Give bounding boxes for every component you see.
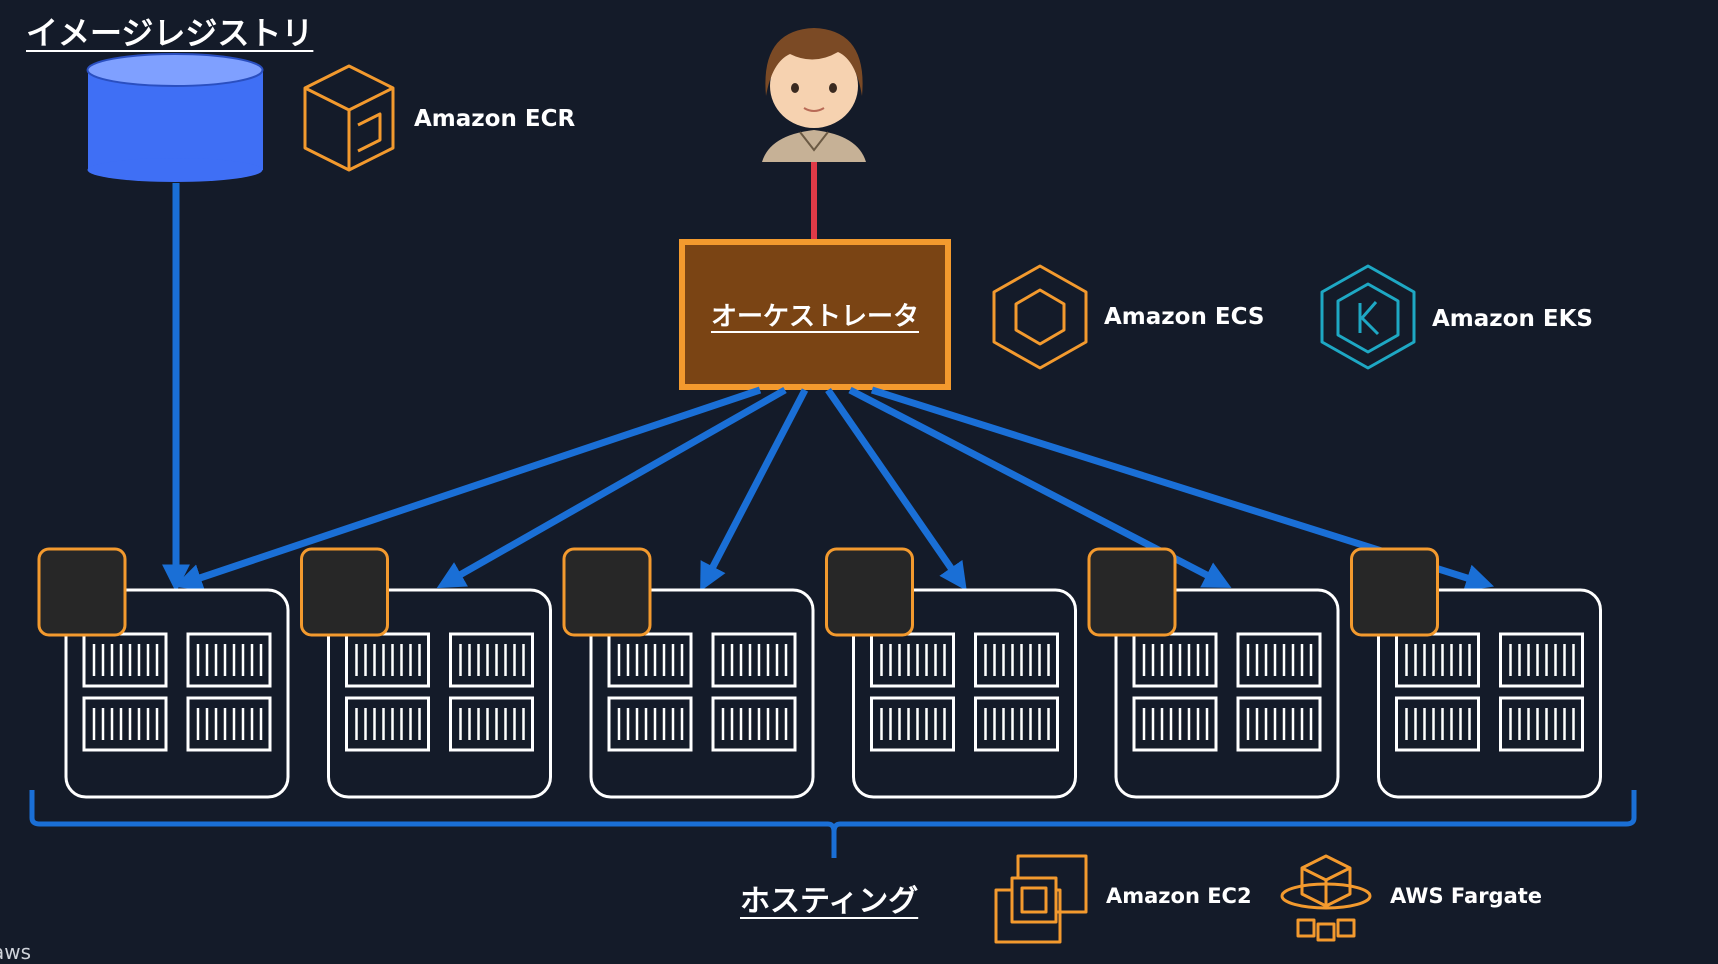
host-server xyxy=(37,547,290,799)
container-rack xyxy=(974,632,1059,688)
container-rack xyxy=(870,696,955,752)
host-icon xyxy=(327,588,552,799)
orchestrator-arrow xyxy=(825,388,967,591)
container-rack xyxy=(1132,696,1218,752)
orchestrator-box xyxy=(679,239,951,390)
container-rack xyxy=(1236,696,1322,752)
orchestrator-arrow xyxy=(174,386,762,592)
eks-icon xyxy=(1320,264,1416,370)
container-rack xyxy=(607,696,693,752)
container-rack xyxy=(186,696,272,752)
task-badge xyxy=(37,547,127,637)
ec2-icon xyxy=(994,854,1088,944)
orchestrator-arrow xyxy=(700,388,809,592)
container-rack xyxy=(345,696,430,752)
hosts-group xyxy=(37,547,1602,799)
task-badge xyxy=(562,547,652,637)
host-server xyxy=(1350,547,1602,799)
ecs-service-label: Amazon ECS xyxy=(1104,304,1265,330)
container-rack xyxy=(449,632,534,688)
registry-title: イメージレジストリ xyxy=(26,14,314,52)
host-server xyxy=(825,547,1077,799)
ecr-icon xyxy=(303,64,395,172)
database-icon xyxy=(86,53,264,182)
host-server xyxy=(300,547,552,799)
container-rack xyxy=(607,632,693,688)
container-rack xyxy=(711,632,797,688)
container-rack xyxy=(1499,632,1584,688)
task-badge xyxy=(825,547,914,637)
hosting-brace xyxy=(29,790,1637,858)
container-rack xyxy=(974,696,1059,752)
orchestrator-arrow xyxy=(436,386,787,589)
user-avatar-icon xyxy=(762,28,866,162)
container-rack xyxy=(1236,632,1322,688)
hosting-label: ホスティング xyxy=(740,884,919,919)
ecr-service-label: Amazon ECR xyxy=(414,106,576,132)
container-rack xyxy=(449,696,534,752)
container-rack xyxy=(711,696,797,752)
orchestrator-label: オーケストレータ xyxy=(710,302,919,332)
container-rack xyxy=(1499,696,1584,752)
container-rack xyxy=(870,632,955,688)
container-rack xyxy=(82,696,168,752)
container-rack xyxy=(186,632,272,688)
aws-watermark: aws xyxy=(0,940,32,964)
eks-service-label: Amazon EKS xyxy=(1432,306,1593,332)
ec2-service-label: Amazon EC2 xyxy=(1106,884,1252,908)
host-icon xyxy=(1114,588,1340,799)
host-icon xyxy=(64,588,290,799)
container-rack xyxy=(82,632,168,688)
host-icon xyxy=(589,588,815,799)
fargate-service-label: AWS Fargate xyxy=(1390,884,1543,908)
host-server xyxy=(562,547,815,799)
container-rack xyxy=(1132,632,1218,688)
host-icon xyxy=(852,588,1077,799)
ecs-icon xyxy=(992,264,1088,370)
task-badge xyxy=(300,547,389,637)
fargate-icon xyxy=(1280,854,1372,942)
container-rack xyxy=(345,632,430,688)
container-rack xyxy=(1395,696,1480,752)
host-icon xyxy=(1377,588,1602,799)
container-rack xyxy=(1395,632,1480,688)
task-badge xyxy=(1350,547,1439,637)
task-badge xyxy=(1087,547,1177,637)
host-server xyxy=(1087,547,1340,799)
